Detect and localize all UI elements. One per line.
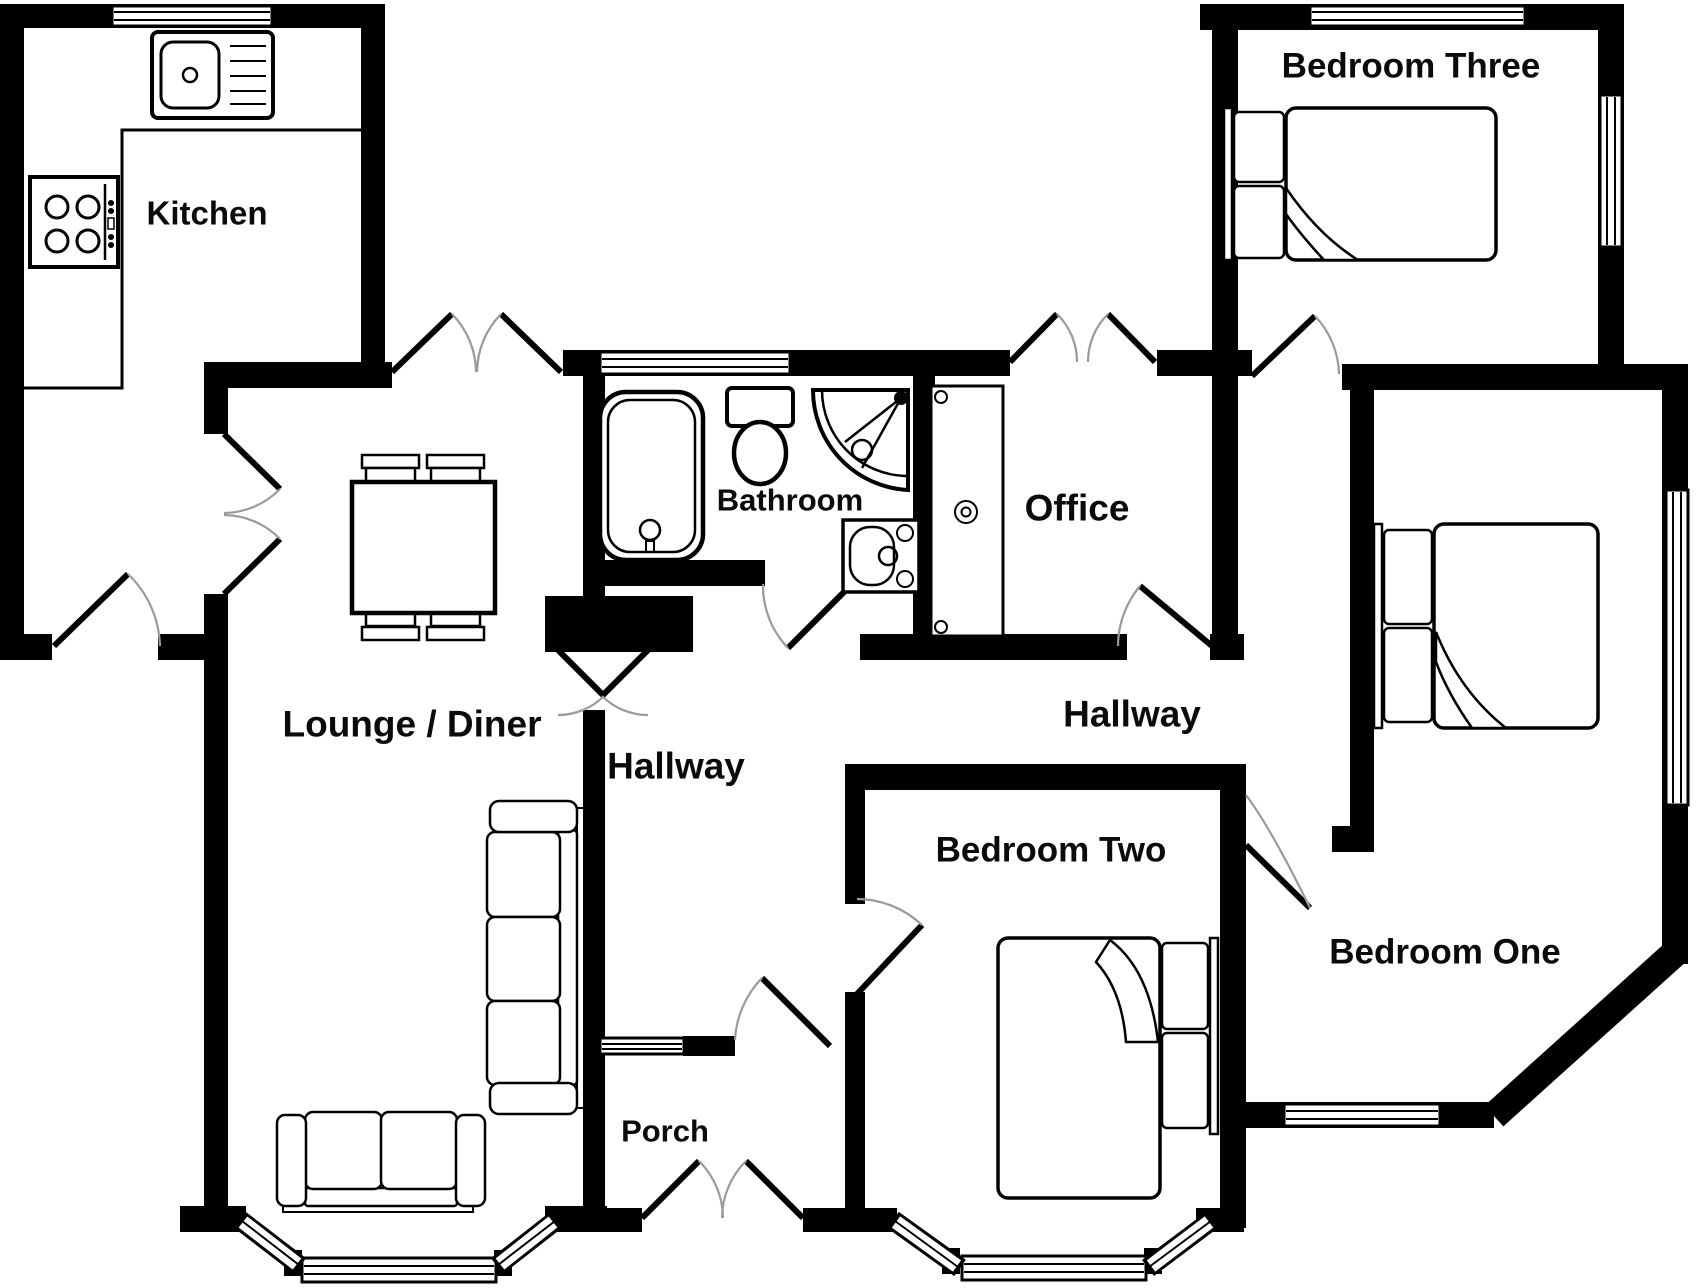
wall-segments (0, 4, 1688, 1276)
bedroom-one-side-window (1664, 488, 1690, 807)
bedroom-one-bottom-window (1282, 1102, 1442, 1128)
room-labels-layer: Kitchen Lounge / Diner Hallway Porch Bat… (146, 47, 1560, 1149)
bedroom-three-label: Bedroom Three (1282, 47, 1541, 86)
walls-layer (0, 4, 1688, 1276)
bathroom-door (761, 581, 855, 651)
doors-layer (51, 311, 1341, 1221)
bathroom-window (598, 350, 792, 376)
two-seat-sofa-icon (275, 1110, 487, 1213)
lounge-bay-window (233, 1212, 563, 1284)
bedroom-three-side-window (1598, 93, 1624, 249)
bedroom-three-bed-icon (1222, 106, 1498, 262)
kitchen-counter (24, 128, 361, 390)
three-seat-sofa-icon (485, 799, 585, 1116)
porch-inner-door (733, 975, 833, 1049)
bedroom-two-bay-window (887, 1211, 1218, 1282)
windows-layer (110, 4, 1690, 1284)
bedroom-two-bed-icon (996, 936, 1220, 1200)
lounge-hallway-doors (555, 647, 651, 717)
lounge-diner-label: Lounge / Diner (283, 704, 542, 745)
bedroom-two-label: Bedroom Two (936, 831, 1167, 870)
bedroom-three-top-window (1308, 4, 1527, 28)
office-label: Office (1025, 488, 1130, 529)
office-french-doors (1007, 311, 1158, 365)
bedroom-one-bed-icon (1372, 522, 1600, 730)
porch-entrance-double-doors (639, 1158, 806, 1221)
kitchen-sink-icon (150, 30, 275, 120)
hallway-right-label: Hallway (1063, 694, 1201, 735)
bathtub-icon (597, 389, 706, 563)
porch-window (598, 1036, 686, 1056)
wash-basin-icon (841, 518, 921, 594)
kitchen-lounge-double-doors (221, 431, 283, 597)
bedroom-one-door (1243, 794, 1313, 911)
bedroom-three-door (1249, 313, 1341, 379)
kitchen-window (110, 4, 274, 28)
corner-shower-icon (810, 388, 910, 493)
kitchen-label: Kitchen (146, 195, 267, 232)
hallway-center-label: Hallway (607, 746, 745, 787)
toilet-icon (725, 386, 795, 487)
porch-label: Porch (621, 1114, 709, 1149)
kitchen-back-door (51, 571, 162, 649)
furniture-layer (24, 30, 1600, 1213)
office-desk-icon (929, 384, 1005, 638)
dining-table-icon (349, 453, 498, 642)
hob-icon (28, 175, 120, 269)
bathroom-label: Bathroom (717, 483, 863, 518)
chamfer-wall (1484, 941, 1686, 1127)
office-door (1116, 583, 1214, 649)
bedroom-one-label: Bedroom One (1329, 933, 1560, 972)
lounge-patio-doors (389, 311, 564, 375)
bedroom-two-door (854, 897, 925, 997)
